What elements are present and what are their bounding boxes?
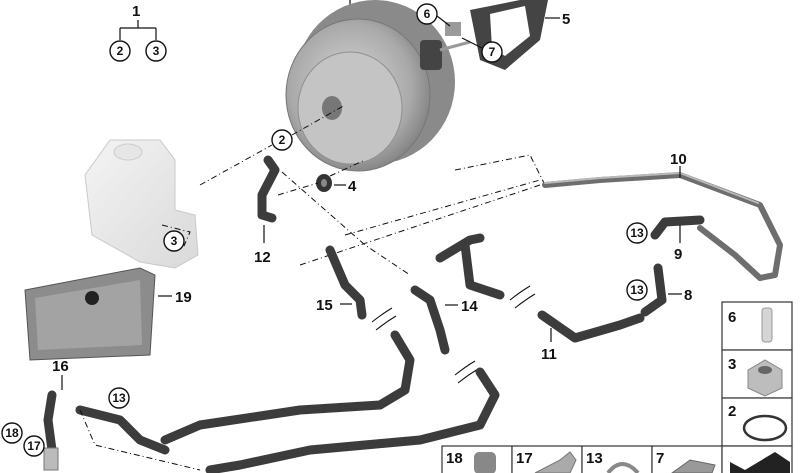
callout-14: 14 bbox=[461, 298, 478, 315]
callout-13-left: 13 bbox=[112, 391, 126, 405]
callout-19: 19 bbox=[175, 289, 192, 306]
more-parts-icon bbox=[730, 452, 790, 473]
parts-table-row: 18 17 13 7 bbox=[441, 445, 793, 473]
parts-table-column: 6 3 2 bbox=[721, 301, 793, 447]
callout-6: 6 bbox=[424, 7, 431, 21]
callout-3-nut: 3 bbox=[171, 234, 178, 248]
callout-16: 16 bbox=[52, 358, 69, 375]
callout-7: 7 bbox=[489, 45, 496, 59]
callout-12: 12 bbox=[254, 249, 271, 266]
callout-15: 15 bbox=[316, 297, 333, 314]
callout-9: 9 bbox=[674, 246, 682, 263]
hose-8: 13 8 bbox=[626, 263, 692, 317]
callout-8: 8 bbox=[684, 287, 692, 304]
grommet: 4 bbox=[316, 174, 357, 195]
table-cell-17: 17 bbox=[516, 450, 533, 467]
callout-17: 17 bbox=[27, 439, 41, 453]
callout-5: 5 bbox=[562, 11, 570, 28]
callout-13-upper: 13 bbox=[630, 226, 644, 240]
hose-15: 15 bbox=[316, 245, 397, 331]
callout-11: 11 bbox=[541, 346, 557, 363]
callout-1: 1 bbox=[132, 3, 140, 20]
callout-13-lower: 13 bbox=[630, 283, 644, 297]
callout-2: 2 bbox=[117, 44, 124, 58]
callout-4: 4 bbox=[348, 178, 357, 195]
table-cell-13: 13 bbox=[586, 450, 603, 467]
hose-14: 14 bbox=[410, 233, 505, 384]
table-cell-6: 6 bbox=[728, 309, 736, 326]
table-cell-7: 7 bbox=[656, 450, 664, 467]
callout-18: 18 bbox=[5, 426, 19, 440]
table-cell-2: 2 bbox=[728, 403, 736, 420]
brake-booster bbox=[285, 0, 471, 172]
assembly-callout: 1 2 3 bbox=[109, 3, 167, 62]
pipe-10: 10 bbox=[542, 151, 783, 281]
callout-2-oring: 2 bbox=[279, 133, 286, 147]
heat-shield-19: 19 bbox=[24, 267, 192, 361]
hose-12: 12 bbox=[254, 155, 280, 266]
sensor-16: 16 13 18 17 bbox=[1, 358, 201, 471]
table-cell-3: 3 bbox=[728, 356, 736, 373]
hose-11: 11 bbox=[509, 285, 645, 363]
callout-10: 10 bbox=[670, 151, 687, 168]
table-cell-18: 18 bbox=[446, 450, 463, 467]
brake-fluid-reservoir: 3 bbox=[84, 139, 199, 269]
hose-9: 13 9 bbox=[626, 215, 705, 263]
callout-3: 3 bbox=[153, 44, 160, 58]
